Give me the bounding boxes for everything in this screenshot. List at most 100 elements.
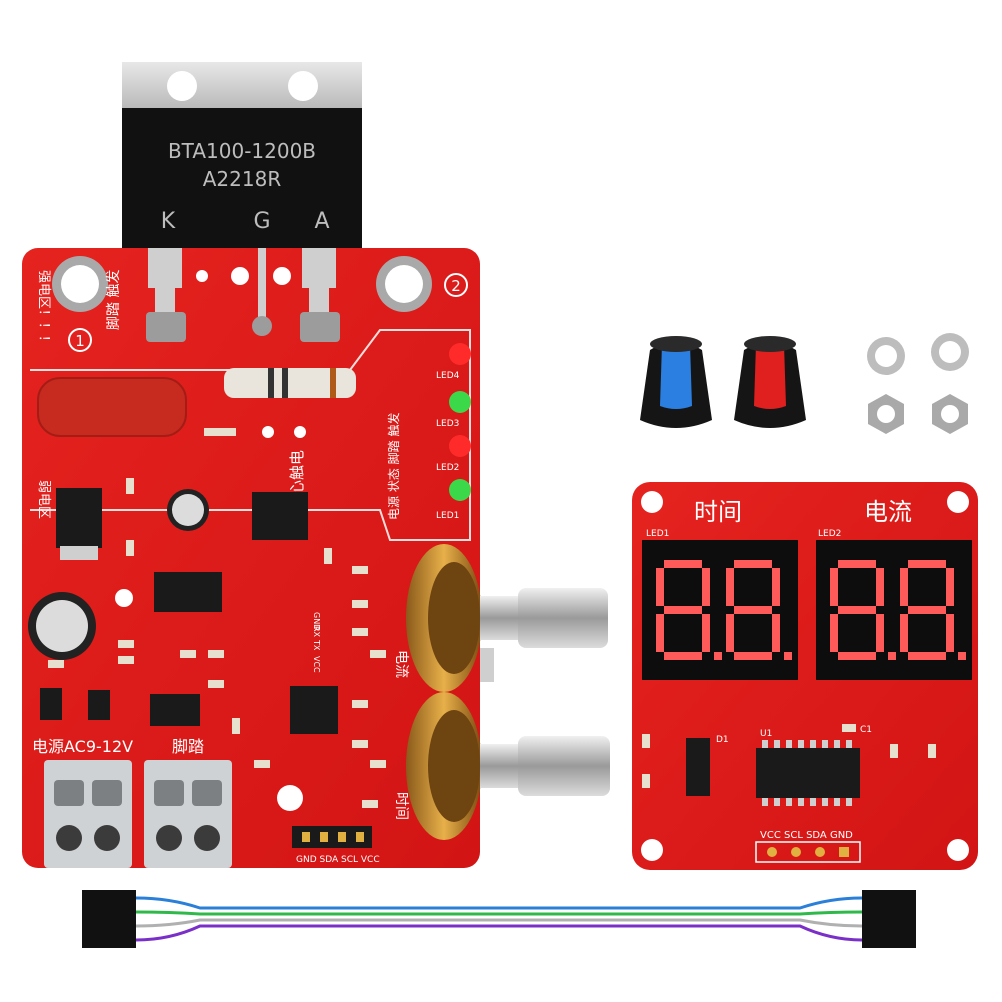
diode [40,688,62,720]
label-side-leds: 电源 状态 脚踏 触发 [386,413,401,520]
led-label: LED3 [436,419,459,429]
led-label: LED4 [436,371,460,381]
display-title-time: 时间 [694,498,742,526]
segment [908,560,946,568]
segment [726,614,734,652]
cable-connector-left [82,890,136,948]
bridge-chip [150,694,200,726]
current-digits [830,560,966,660]
via-hole [277,785,303,811]
segment [702,614,710,652]
designator-d1: D1 [716,735,729,745]
segment [726,568,734,606]
hole-number-2: 2 [451,277,461,295]
regulator-tab [60,546,98,560]
terminal-block-pedal[interactable] [144,760,232,868]
nut-hole [941,405,959,423]
mcu-chip [154,572,222,612]
solder-pad [252,316,272,336]
x2-capacitor [37,377,187,437]
display-pin-header[interactable] [755,841,861,863]
segment [838,652,876,660]
main-pin-header[interactable] [292,826,372,848]
triac-pin-k-label: K [161,209,176,234]
resistor-band [268,368,274,398]
resistor-band [282,368,288,398]
segment [830,614,838,652]
dupont-cable [82,890,916,948]
solder-pad [300,312,340,342]
segment [734,560,772,568]
led-label: LED2 [436,463,459,473]
designator-c1: C1 [860,725,872,735]
regulator-chip [56,488,102,548]
segment [838,606,876,614]
washer-hole [939,341,961,363]
decimal-point [714,652,722,660]
mount-hole [385,265,423,303]
resistor-band [330,368,336,398]
segment [734,606,772,614]
red-knob[interactable] [734,336,806,428]
mount-hole [947,839,969,861]
triac-component: BTA100-1200B A2218R K G A [122,62,362,250]
display-smd-components [642,724,936,788]
segment [664,606,702,614]
mount-hole [947,491,969,513]
segment [656,568,664,606]
serial-label: TX [312,639,321,651]
hole-number-1: 1 [75,332,85,350]
segment [838,560,876,568]
label-power-ac: 电源AC9-12V [32,737,133,756]
triac-leg-k [155,288,175,318]
label-strong-zone: 强电区！！！ [36,270,51,348]
segment [702,568,710,606]
triac-pin-g-label: G [253,209,270,234]
via-hole [294,426,306,438]
triac-body [122,108,362,250]
pin-header-labels: GND SDA SCL VCC [296,855,380,865]
segment [656,614,664,652]
display-led2-label: LED2 [818,529,841,539]
display-title-current: 电流 [864,498,912,526]
triac-leg-a [302,248,336,288]
segment [908,652,946,660]
segment [946,568,954,606]
led-red [449,343,471,365]
optocoupler-chip [252,492,308,540]
solder-pad [146,312,186,342]
triac-leg-k [148,248,182,288]
capacitor-top [36,600,88,652]
via-hole [273,267,291,285]
segment [900,614,908,652]
triac-pin-a-label: A [314,209,329,234]
ic-pins [762,740,852,806]
triac-leg-a [309,288,329,318]
triac-mount-hole [167,71,197,101]
time-potentiometer[interactable] [406,692,610,840]
decimal-point [958,652,966,660]
silkscreen-outline [30,329,471,541]
power-resistor [224,368,356,398]
display-header-labels: VCC SCL SDA GND [760,830,853,841]
label-time: 时间 [393,792,409,820]
smd-components [48,428,386,808]
mount-hole [61,265,99,303]
label-pedal-trigger: 脚踏 触发 [106,270,122,330]
current-potentiometer[interactable] [406,544,608,692]
segment [772,614,780,652]
terminal-block-power[interactable] [44,760,132,868]
nut-hole [877,405,895,423]
designator-u1: U1 [760,729,772,739]
label-weak-zone: 弱电区 [36,480,51,519]
cable-connector-right [862,890,916,948]
mount-hole [641,491,663,513]
blue-knob[interactable] [640,336,712,428]
washers-and-nuts [867,333,969,434]
controller-chip [290,686,338,734]
segment [876,614,884,652]
serial-label: RX [312,626,321,638]
serial-label: VCC [312,656,321,673]
segment [876,568,884,606]
led-green [449,479,471,501]
